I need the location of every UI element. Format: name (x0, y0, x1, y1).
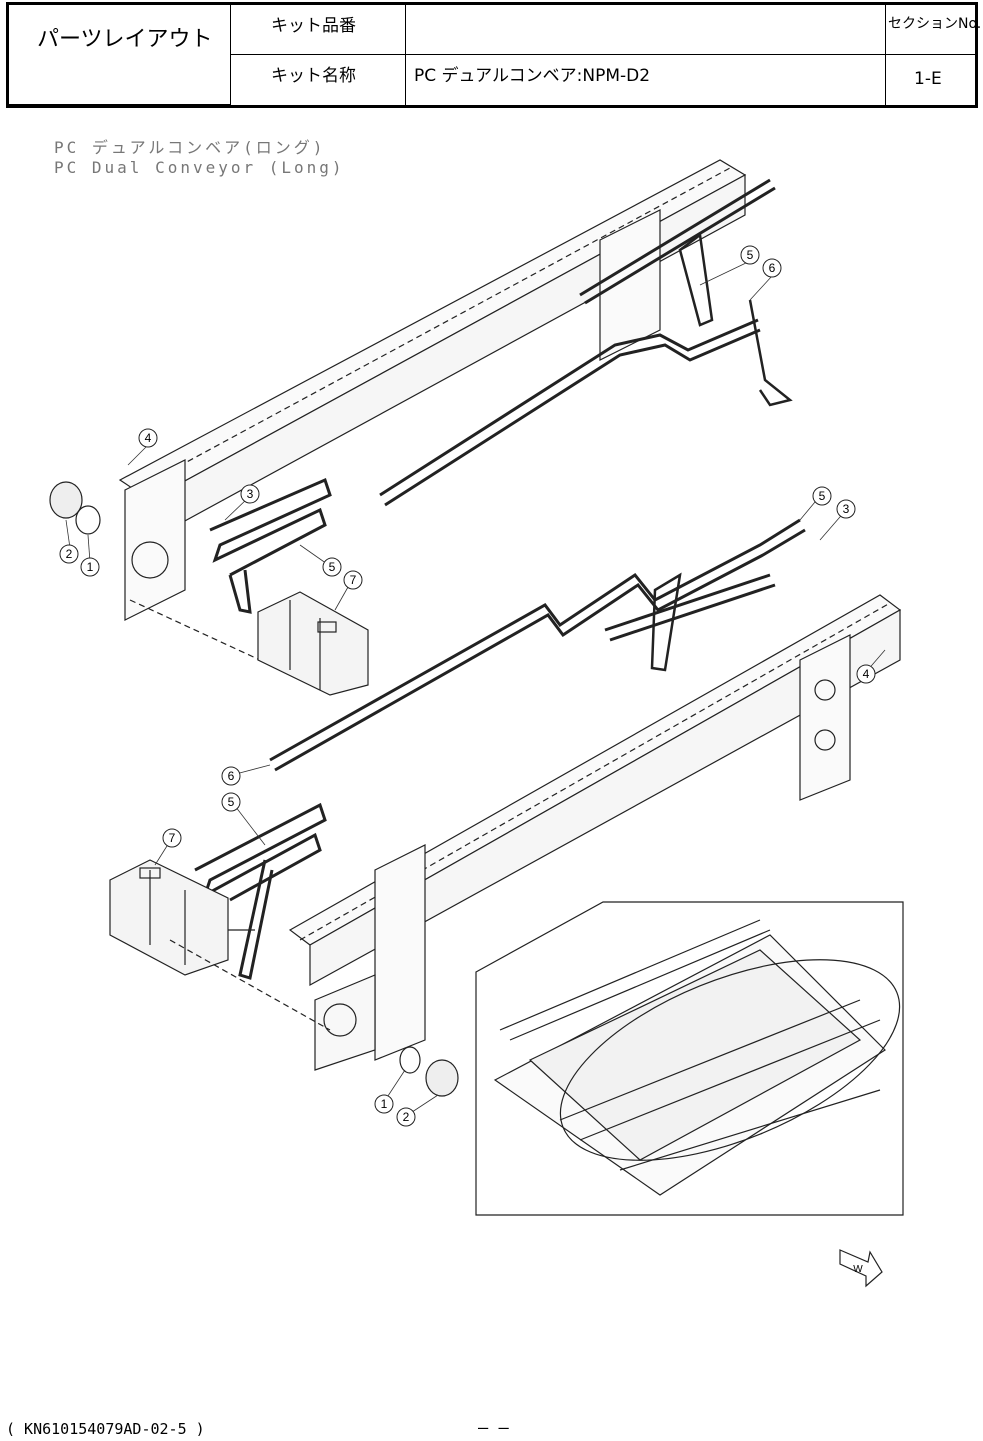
svg-text:5: 5 (329, 560, 336, 574)
svg-text:7: 7 (350, 573, 357, 587)
callout-balloon: 1 (375, 1095, 393, 1113)
callout-balloon: 7 (163, 829, 181, 847)
callout-balloon: 2 (397, 1108, 415, 1126)
svg-text:2: 2 (403, 1110, 410, 1124)
callout-balloon: 1 (81, 558, 99, 576)
svg-text:6: 6 (228, 769, 235, 783)
svg-text:1: 1 (381, 1097, 388, 1111)
callout-balloon: 5 (741, 246, 759, 264)
svg-text:3: 3 (843, 502, 850, 516)
callout-balloon: 5 (323, 558, 341, 576)
lower-pulley (400, 1047, 458, 1096)
callout-balloon: 2 (60, 545, 78, 563)
callout-balloon: 4 (139, 429, 157, 447)
svg-text:2: 2 (66, 547, 73, 561)
svg-text:1: 1 (87, 560, 94, 574)
callout-balloon: 4 (857, 665, 875, 683)
callout-balloon: 6 (222, 767, 240, 785)
callout-balloon: 7 (344, 571, 362, 589)
callout-balloon: 3 (837, 500, 855, 518)
inset-overview (476, 902, 927, 1215)
svg-text:6: 6 (769, 261, 776, 275)
document-code: ( KN610154079AD-02-5 ) (6, 1420, 205, 1438)
callout-balloon: 6 (763, 259, 781, 277)
upper-pulley (50, 482, 100, 534)
direction-label: W (853, 1264, 863, 1275)
svg-text:3: 3 (247, 487, 254, 501)
upper-motor (258, 592, 368, 695)
upper-rail (120, 160, 745, 540)
svg-text:4: 4 (145, 431, 152, 445)
svg-text:7: 7 (169, 831, 176, 845)
svg-text:5: 5 (228, 795, 235, 809)
page-marks: – – (478, 1418, 509, 1438)
callout-balloon: 5 (813, 487, 831, 505)
callout-balloon: 5 (222, 793, 240, 811)
svg-text:5: 5 (819, 489, 826, 503)
callout-balloon: 3 (241, 485, 259, 503)
svg-text:4: 4 (863, 667, 870, 681)
svg-text:5: 5 (747, 248, 754, 262)
